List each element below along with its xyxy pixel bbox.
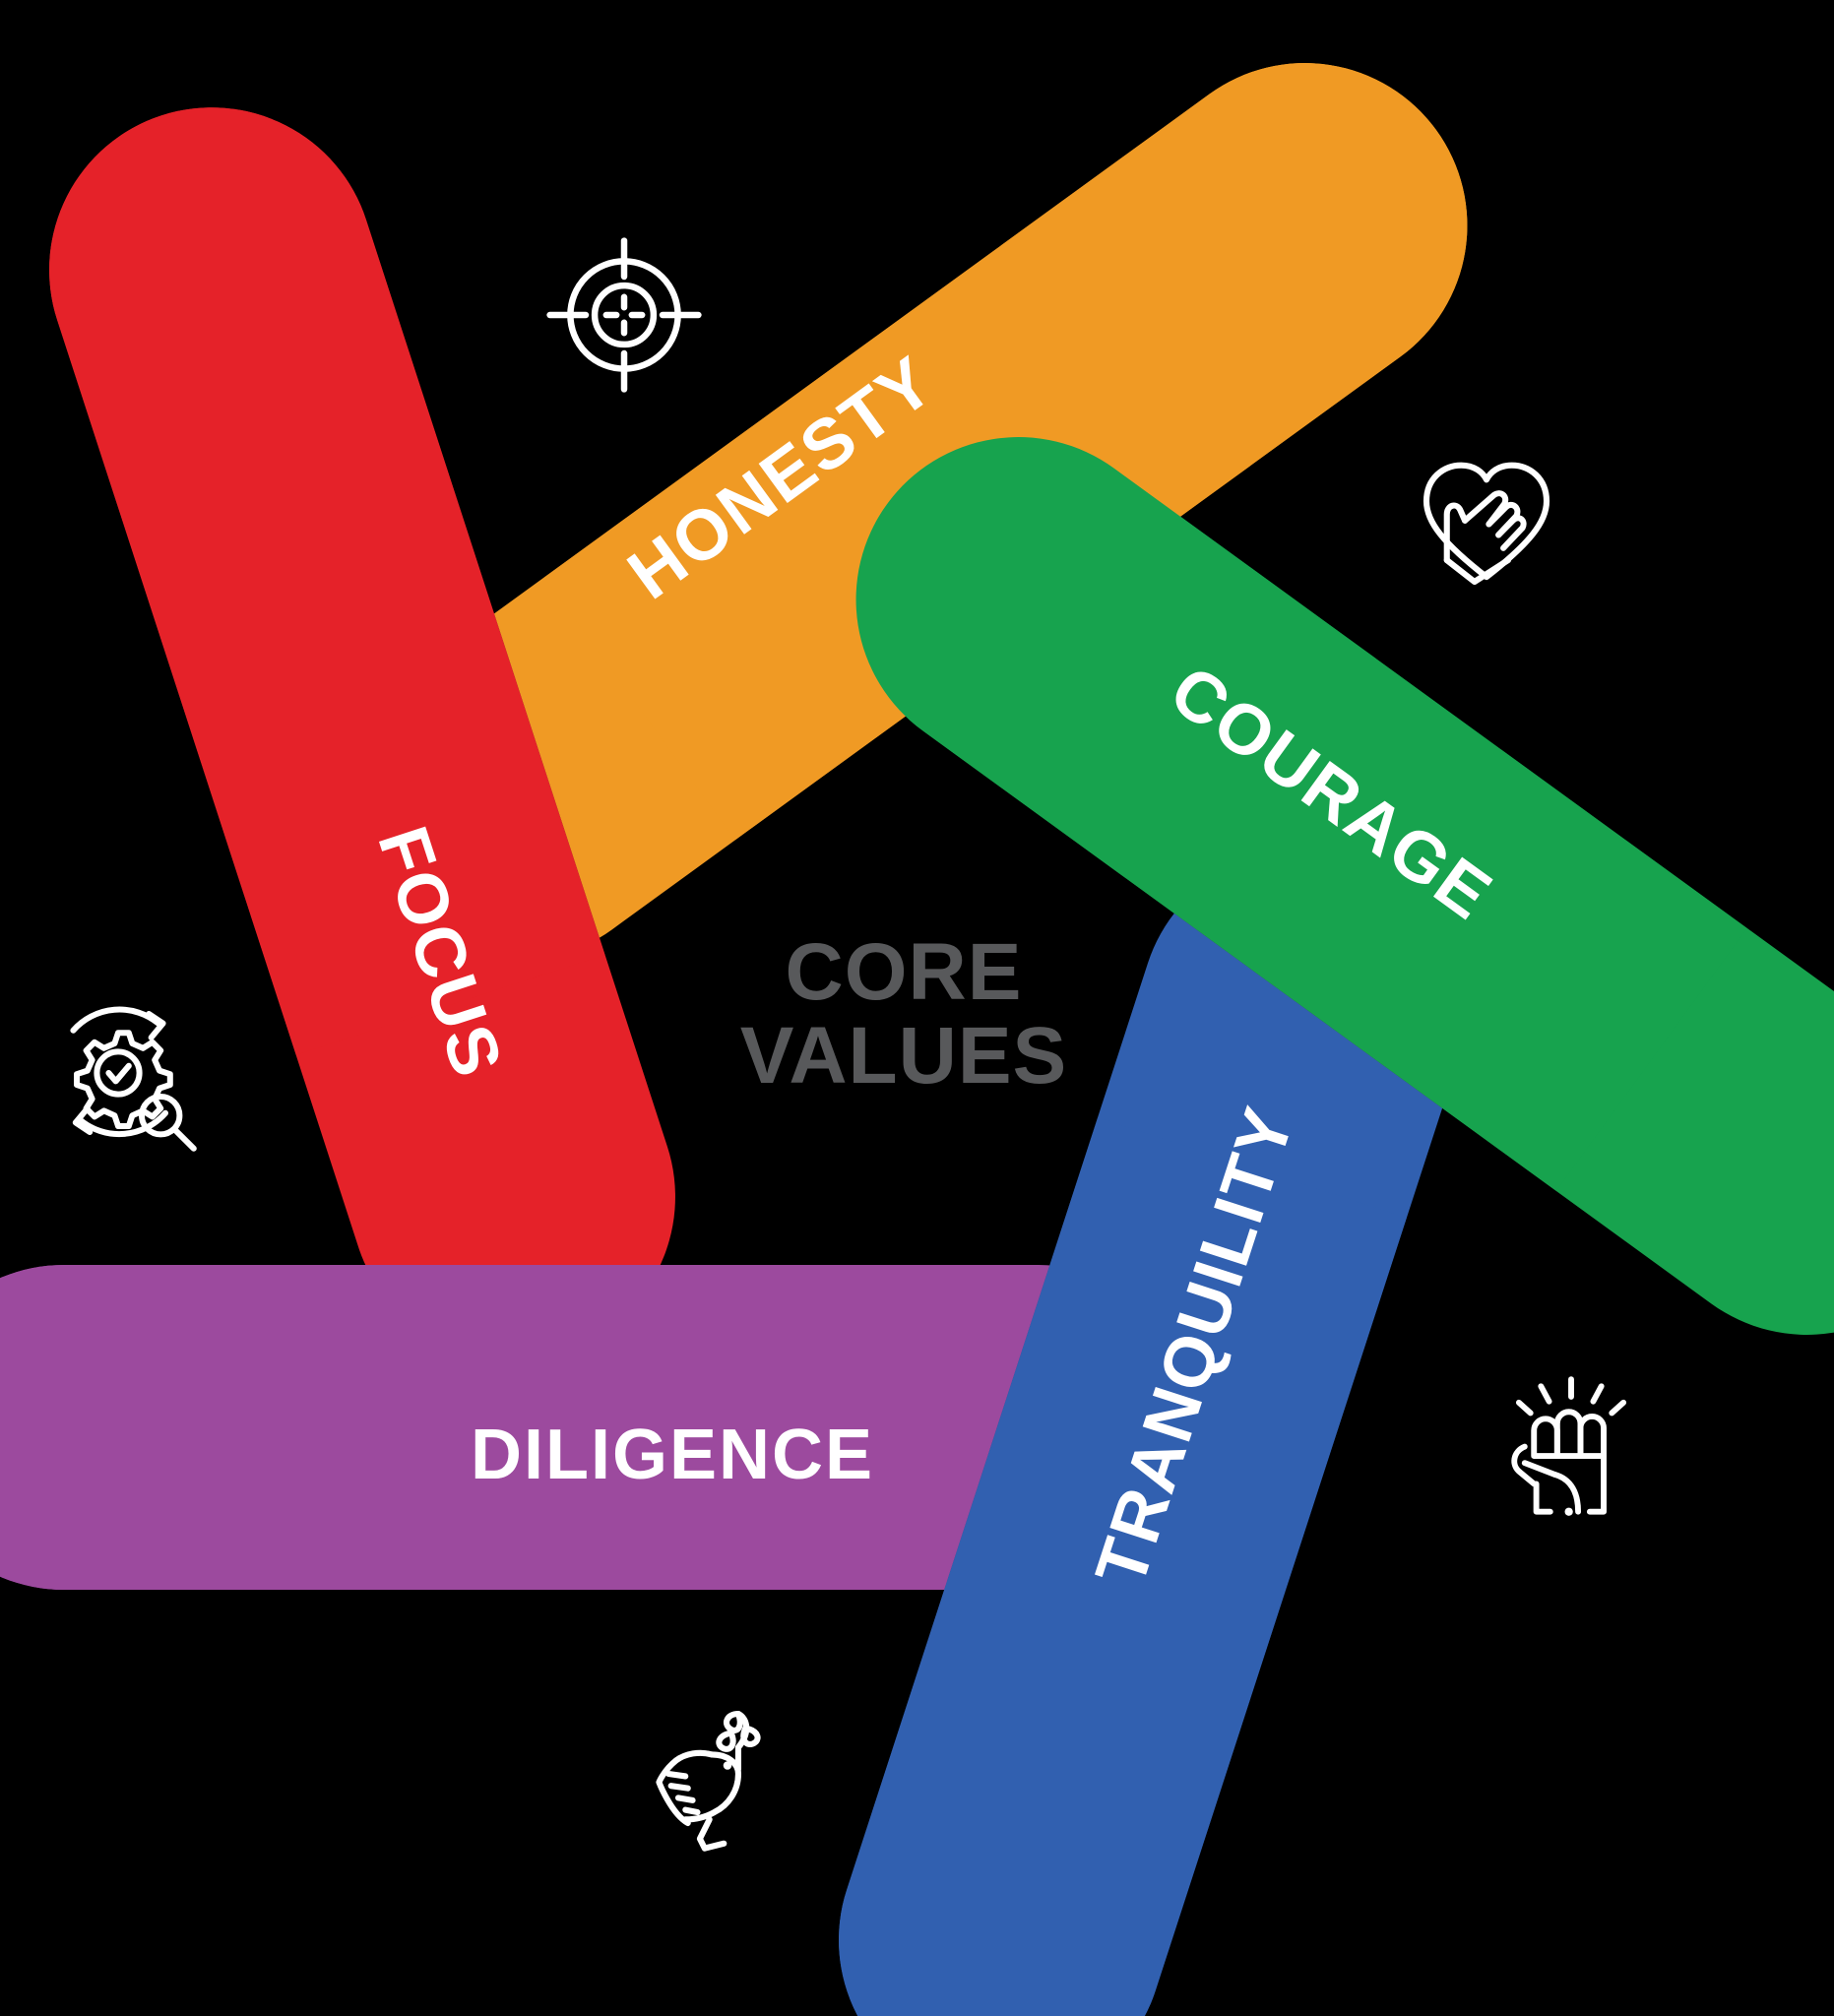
weave-focus-body [7, 65, 605, 1055]
weave-tranquility-body [796, 1117, 1407, 2016]
weave-honesty-body [543, 0, 1532, 841]
ribbon-label-diligence: DILIGENCE [471, 1416, 874, 1494]
center-title-line1: CORE [786, 927, 1023, 1017]
dove-peace-icon [656, 1710, 761, 1852]
target-crosshair-icon [546, 237, 702, 393]
raised-fist-icon [1511, 1376, 1627, 1516]
center-title-line2: VALUES [740, 1011, 1068, 1101]
weave-courage-body [791, 372, 1747, 1191]
gear-check-magnifier-icon [70, 1006, 197, 1152]
weave-diligence-body [0, 1265, 827, 1590]
heart-hand-icon [1423, 462, 1550, 586]
